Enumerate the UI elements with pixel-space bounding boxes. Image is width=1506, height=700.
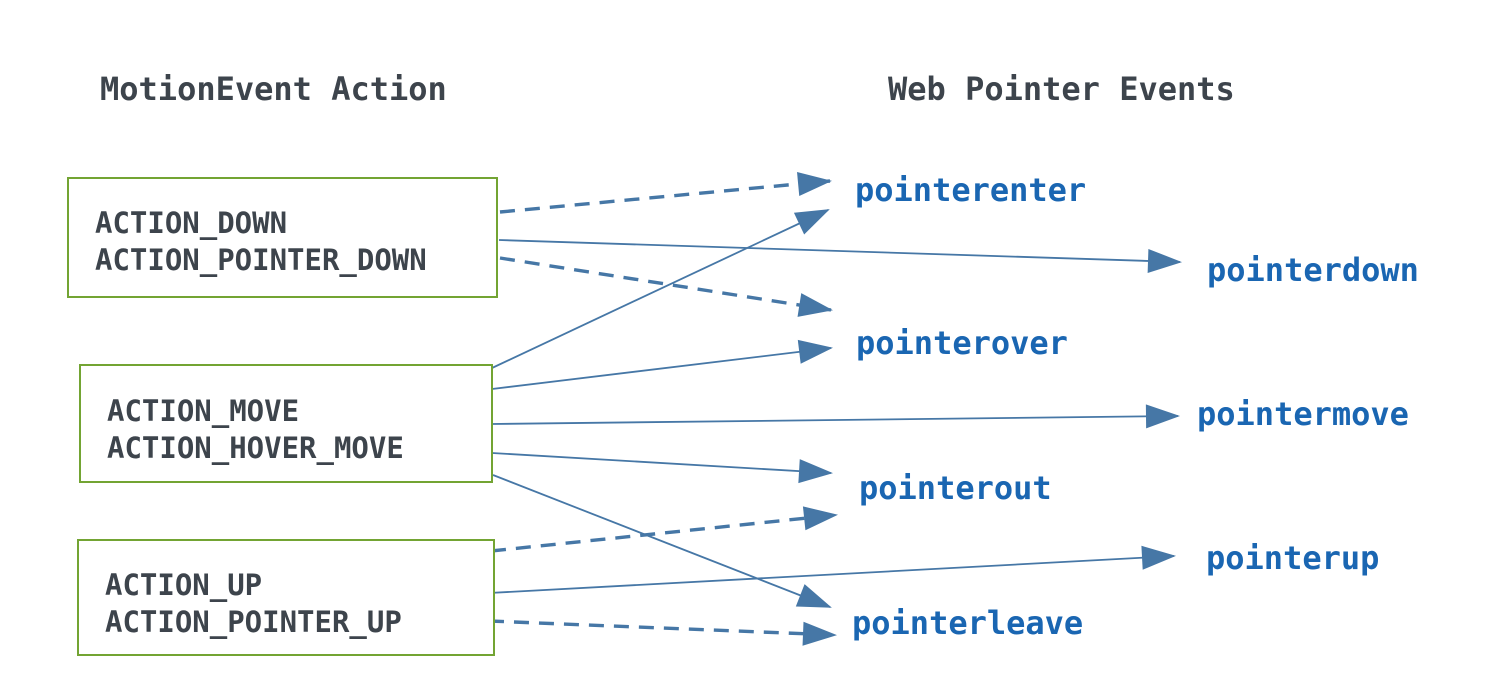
pointerout-label: pointerout [859, 469, 1052, 507]
action-hover-move-label: ACTION_HOVER_MOVE [107, 431, 404, 465]
pointerenter-label: pointerenter [855, 171, 1087, 209]
left-column-header: MotionEvent Action [100, 70, 447, 108]
connection-move-pointerleave [492, 474, 832, 608]
action-up-box: ACTION_UP ACTION_POINTER_UP [77, 539, 495, 656]
connection-move-pointerenter [491, 209, 830, 369]
pointerleave-label: pointerleave [852, 604, 1084, 642]
pointermove-label: pointermove [1197, 395, 1409, 433]
pointerup-label: pointerup [1206, 539, 1380, 577]
connection-move-pointermove [491, 404, 1180, 429]
connection-move-pointerout [491, 452, 833, 484]
connection-down-pointerenter [499, 172, 832, 214]
connection-up-pointerup [488, 545, 1176, 594]
right-column-header: Web Pointer Events [888, 70, 1235, 108]
pointerdown-label: pointerdown [1207, 251, 1419, 289]
action-down-box: ACTION_DOWN ACTION_POINTER_DOWN [67, 177, 498, 298]
action-up-label: ACTION_UP [105, 568, 263, 602]
action-pointer-up-label: ACTION_POINTER_UP [105, 605, 402, 639]
action-move-label: ACTION_MOVE [107, 394, 300, 428]
connection-up-pointerout [490, 506, 838, 553]
action-down-label: ACTION_DOWN [95, 206, 288, 240]
action-move-box: ACTION_MOVE ACTION_HOVER_MOVE [79, 364, 493, 483]
connection-down-pointerover [499, 256, 833, 317]
pointerover-label: pointerover [856, 324, 1068, 362]
connection-move-pointerover [491, 339, 833, 390]
connection-arrows [488, 172, 1182, 646]
connection-down-pointerdown [498, 239, 1182, 273]
action-pointer-down-label: ACTION_POINTER_DOWN [95, 243, 427, 277]
connection-up-pointerleave [488, 619, 837, 646]
